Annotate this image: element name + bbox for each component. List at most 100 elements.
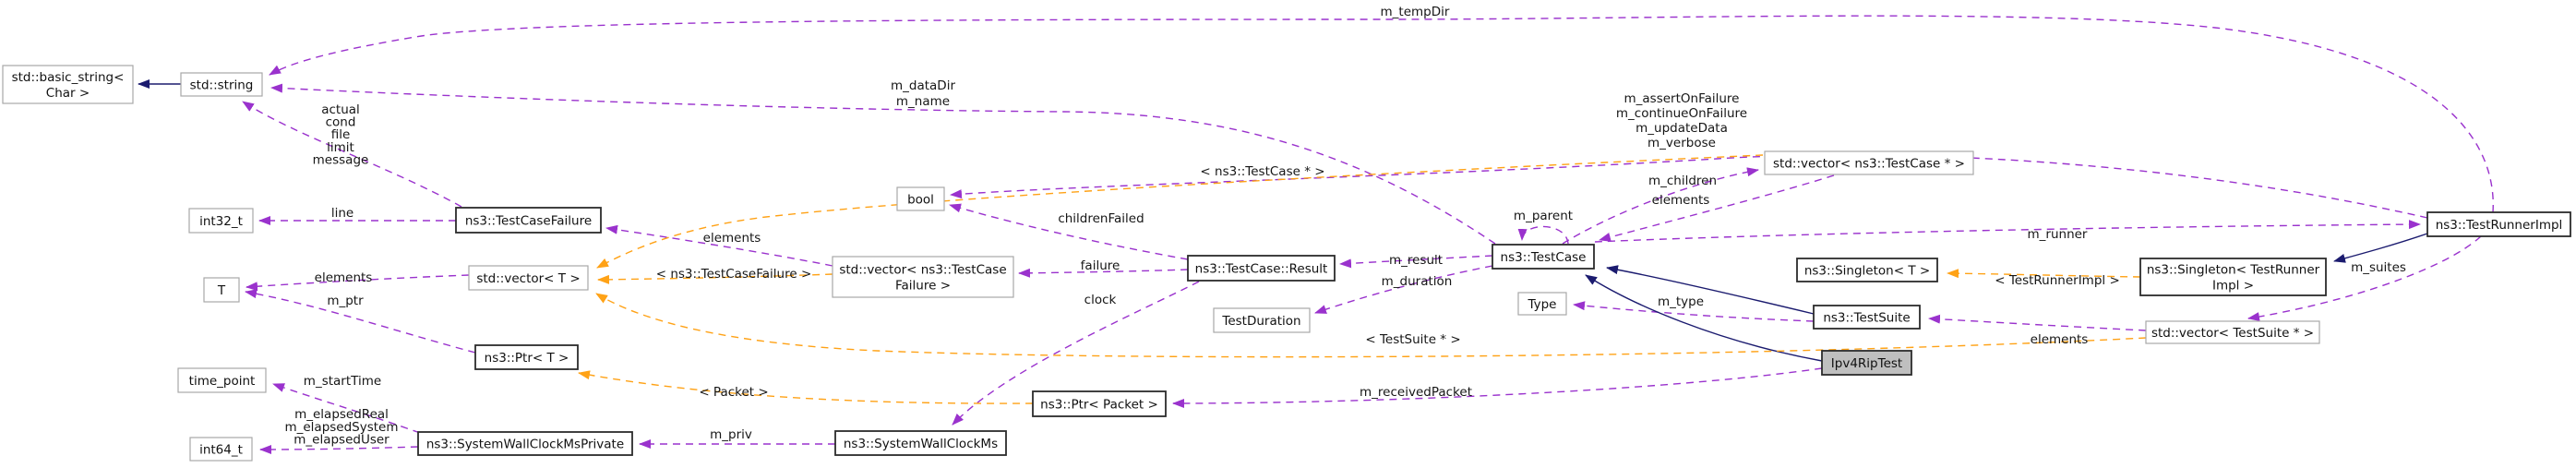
node-label-std-vector-ns3-testcase-ptr: std::vector< ns3::TestCase * > xyxy=(1773,156,1965,171)
node-ns3-testcase-result[interactable]: ns3::TestCase::Result xyxy=(1187,255,1336,282)
edge-tmpl-testsuite-ptr xyxy=(595,293,2147,358)
label-tmpl-tcf: < ns3::TestCaseFailure > xyxy=(656,267,812,282)
node-box-bool xyxy=(896,186,945,211)
edge-m-type xyxy=(1573,301,1815,322)
node-label-testduration: TestDuration xyxy=(1221,314,1300,329)
node-t: T xyxy=(203,277,240,303)
label-elements-tc: elements xyxy=(1652,193,1710,208)
label-m-type: m_type xyxy=(1658,294,1704,309)
edge-ipv4riptest-to-testcase xyxy=(1585,274,1823,362)
label-elements-tcf: elements xyxy=(703,231,761,246)
node-label-std-basic-string: std::basic_string<Char > xyxy=(12,70,125,101)
node-box-ns3-testcasefailure[interactable] xyxy=(455,207,602,234)
node-label-std-vector-testsuite-ptr: std::vector< TestSuite * > xyxy=(2151,326,2314,341)
label-m-runner: m_runner xyxy=(2028,227,2088,242)
node-box-ns3-ptr-t[interactable] xyxy=(474,344,579,370)
node-box-ns3-testsuite[interactable] xyxy=(1813,305,1921,330)
node-type: Type xyxy=(1517,292,1567,316)
node-box-testduration xyxy=(1213,307,1311,333)
node-bool: bool xyxy=(896,186,945,211)
node-box-ns3-testrunnerimpl[interactable] xyxy=(2426,211,2571,237)
node-ns3-testcase[interactable]: ns3::TestCase xyxy=(1492,244,1595,270)
node-box-std-vector-ns3-testcasefailure xyxy=(832,256,1014,298)
label-m-ptr: m_ptr xyxy=(327,294,364,308)
node-box-ns3-singleton-testrunnerimpl[interactable] xyxy=(2139,258,2327,296)
label-m-receivedpacket: m_receivedPacket xyxy=(1360,385,1472,400)
node-label-std-string: std::string xyxy=(190,78,254,92)
nodes-layer: std::basic_string<Char > std::stringint32… xyxy=(2,65,2571,462)
label-failure: failure xyxy=(1081,258,1120,273)
node-label-ipv4riptest: Ipv4RipTest xyxy=(1831,356,1902,371)
node-box-ns3-testcase-result[interactable] xyxy=(1187,255,1336,282)
node-box-int64-t xyxy=(189,437,253,462)
node-ns3-systemwallclockmsprivate[interactable]: ns3::SystemWallClockMsPrivate xyxy=(417,431,633,456)
edge-m-assert-flags xyxy=(950,154,2428,219)
node-time-point: time_point xyxy=(177,367,267,393)
edge-elements-to-testcasefailure xyxy=(605,224,833,267)
node-ns3-ptr-packet[interactable]: ns3::Ptr< Packet > xyxy=(1032,390,1167,417)
node-box-std-vector-testsuite-ptr xyxy=(2145,320,2320,344)
node-label-ns3-singleton-t: ns3::Singleton< T > xyxy=(1804,263,1930,278)
node-box-ipv4riptest[interactable] xyxy=(1821,350,1912,376)
node-std-vector-testsuite-ptr: std::vector< TestSuite * > xyxy=(2145,320,2320,344)
label-m-duration: m_duration xyxy=(1382,274,1453,289)
node-label-ns3-testcase: ns3::TestCase xyxy=(1501,250,1587,265)
edge-m-children xyxy=(1562,167,1759,245)
edge-tmpl-testcase-ptr xyxy=(596,154,1764,269)
edge-testsuite-to-testcase xyxy=(1606,265,1815,315)
edge-m-elapsed xyxy=(259,444,419,454)
node-ns3-singleton-t[interactable]: ns3::Singleton< T > xyxy=(1796,258,1938,282)
node-box-ns3-systemwallclockms[interactable] xyxy=(834,430,1007,456)
node-label-ns3-ptr-t: ns3::Ptr< T > xyxy=(485,351,569,366)
edge-failure xyxy=(1018,268,1189,278)
edge-m-receivedpacket xyxy=(1172,367,1823,408)
node-ns3-testrunnerimpl[interactable]: ns3::TestRunnerImpl xyxy=(2426,211,2571,237)
label-m-children: m_children xyxy=(1648,174,1717,188)
node-label-time-point: time_point xyxy=(189,374,256,389)
node-ns3-ptr-t[interactable]: ns3::Ptr< T > xyxy=(474,344,579,370)
label-m-priv: m_priv xyxy=(710,427,752,442)
label-childrenfailed: childrenFailed xyxy=(1058,211,1144,226)
node-label-ns3-systemwallclockmsprivate: ns3::SystemWallClockMsPrivate xyxy=(426,437,624,451)
node-box-time-point xyxy=(177,367,267,393)
node-ns3-systemwallclockms[interactable]: ns3::SystemWallClockMs xyxy=(834,430,1007,456)
node-box-ns3-testcase[interactable] xyxy=(1492,244,1595,270)
node-label-type: Type xyxy=(1527,297,1556,312)
node-label-ns3-testcase-result: ns3::TestCase::Result xyxy=(1195,261,1328,276)
node-label-int32-t: int32_t xyxy=(199,214,243,229)
node-std-string: std::string xyxy=(180,72,263,97)
edge-failure-fields xyxy=(242,101,462,208)
node-box-std-string xyxy=(180,72,263,97)
node-int32-t: int32_t xyxy=(188,208,254,234)
label-clock: clock xyxy=(1084,293,1117,307)
label-line: line xyxy=(331,206,353,221)
node-box-ns3-systemwallclockmsprivate[interactable] xyxy=(417,431,633,456)
node-box-ns3-singleton-t[interactable] xyxy=(1796,258,1938,282)
node-std-vector-ns3-testcase-ptr: std::vector< ns3::TestCase * > xyxy=(1764,150,1974,175)
edge-tmpl-testcasefailure xyxy=(597,273,833,284)
node-box-ns3-ptr-packet[interactable] xyxy=(1032,390,1167,417)
node-label-std-vector-t: std::vector< T > xyxy=(476,271,580,286)
edge-childrenfailed xyxy=(949,203,1189,260)
label-elements-t: elements xyxy=(315,270,373,285)
node-ipv4riptest[interactable]: Ipv4RipTest xyxy=(1821,350,1912,376)
label-m-result: m_result xyxy=(1389,253,1443,268)
node-label-bool: bool xyxy=(907,192,934,207)
edge-elements-to-testsuite xyxy=(1928,314,2147,331)
node-label-ns3-testsuite: ns3::TestSuite xyxy=(1823,310,1910,325)
node-box-std-vector-t xyxy=(468,265,589,291)
node-label-t: T xyxy=(217,283,226,298)
edge-m-duration xyxy=(1314,265,1493,314)
node-box-std-basic-string xyxy=(2,65,134,104)
node-ns3-testsuite[interactable]: ns3::TestSuite xyxy=(1813,305,1921,330)
edge-testrunnerimpl-to-singleton xyxy=(2333,233,2428,263)
node-ns3-testcasefailure[interactable]: ns3::TestCaseFailure xyxy=(455,207,602,234)
node-testduration: TestDuration xyxy=(1213,307,1311,333)
node-std-vector-t: std::vector< T > xyxy=(468,265,589,291)
